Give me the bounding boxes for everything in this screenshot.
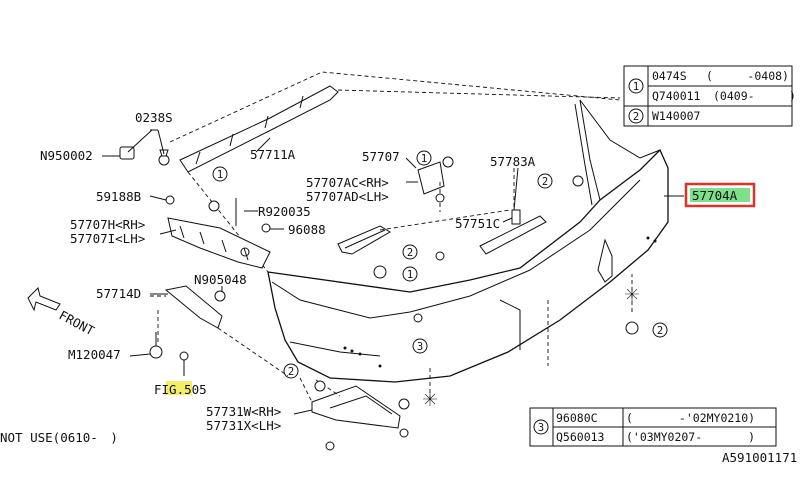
bumper-cover [267,99,669,383]
label-front: FRONT [57,307,98,338]
fig-reference[interactable]: FIG.505 [154,381,207,397]
legend-top-num-2: 2 [633,111,639,123]
label-fig505: FIG.505 [154,382,207,397]
label-57731W: 57731W<RH> [206,404,281,419]
label-57707: 57707 [362,149,400,164]
legend-table-top: 1 2 0474S ( -0408) Q740011 (0409- ) W140… [623,65,796,127]
label-M120047: M120047 [68,347,121,362]
legend-top-range-1: (0409- ) [713,89,796,103]
label-57783A: 57783A [490,154,536,169]
label-57731X: 57731X<LH> [206,418,281,433]
highlighted-part-57704A[interactable]: 57704A [684,182,756,208]
label-57707H: 57707H<RH> [70,217,145,232]
legend-bottom-code-0: 96080C [556,411,598,425]
label-R920035: R920035 [258,204,311,219]
label-N950002: N950002 [40,148,93,163]
side-bracket-left [167,217,271,269]
callout-2-c: 2 [657,325,663,337]
label-57751C: 57751C [455,216,500,231]
legend-bottom-code-1: Q560013 [556,430,605,444]
asterisk-marks [423,287,639,406]
legend-top-range-0: ( -0408) [706,69,789,83]
diagram-id: A591001171 [722,450,797,465]
front-arrow: FRONT [27,287,98,339]
leader-lines [102,129,684,415]
callout-2-d: 2 [288,366,294,378]
part-labels: 0238S N950002 59188B 57707H<RH> 57707I<L… [40,110,536,433]
callouts: 1 1 1 2 2 2 2 3 [212,150,668,379]
callout-1-b: 1 [421,153,427,165]
callout-1-c: 1 [407,269,413,281]
label-57707I: 57707I<LH> [70,231,145,246]
label-57711A: 57711A [250,147,296,162]
callout-2-a: 2 [542,176,548,188]
lower-left-bracket [150,285,289,377]
callout-3: 3 [417,341,423,353]
label-N905048: N905048 [194,272,247,287]
center-bracket [337,161,511,255]
callout-1-a: 1 [217,169,223,181]
label-0238S: 0238S [135,110,173,125]
legend-top-code-1: Q740011 [652,89,701,103]
legend-bottom-range-1: ('03MY0207- ) [626,430,755,444]
label-96088: 96088 [288,222,326,237]
lower-center-bracket [299,377,410,451]
legend-top-num-1: 1 [633,81,639,93]
callout-2-b: 2 [407,247,413,259]
legend-table-bottom: 3 96080C ( -'02MY0210) Q560013 ('03MY020… [529,407,777,447]
label-57704A: 57704A [692,188,738,203]
label-57714D: 57714D [96,286,141,301]
label-57707AC: 57707AC<RH> [306,175,389,190]
legend-top-code-2: W140007 [652,109,701,123]
legend-top-code-0: 0474S [652,69,687,83]
right-bracket [479,168,547,255]
label-59188B: 59188B [96,189,141,204]
fasteners [119,146,639,400]
label-not-use: NOT USE(0610- ) [0,430,118,445]
legend-bottom-range-0: ( -'02MY0210) [626,411,755,425]
legend-bottom-num: 3 [538,422,544,434]
label-57707AD: 57707AD<LH> [306,189,389,204]
